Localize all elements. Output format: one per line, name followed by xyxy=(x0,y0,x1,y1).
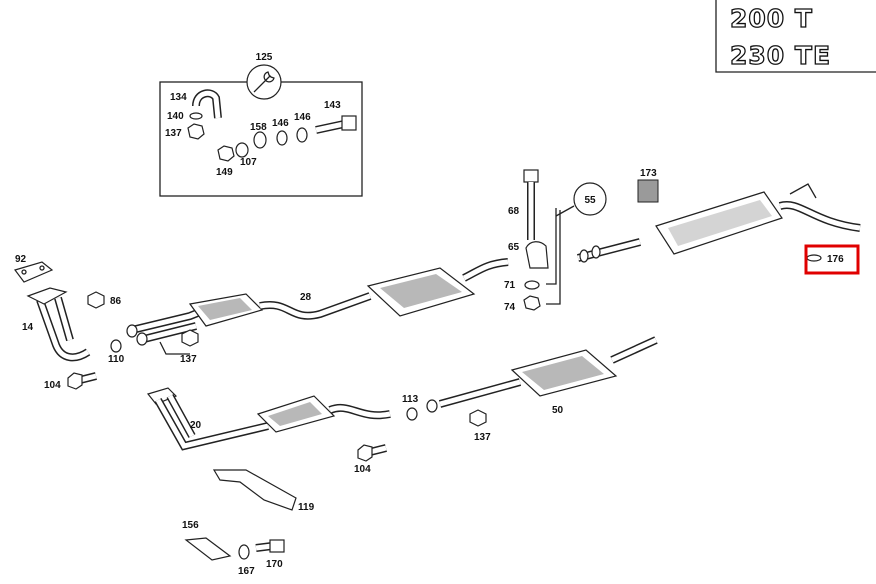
part-label-137-lower: 137 xyxy=(474,432,491,443)
model-label-230te: 230 TE xyxy=(730,41,831,70)
part-label-176: 176 xyxy=(827,254,844,265)
part-label-134: 134 xyxy=(170,92,187,103)
part-label-146-b: 146 xyxy=(294,112,311,123)
highlight-box-176 xyxy=(804,244,860,275)
model-label-200t: 200 T xyxy=(730,4,813,33)
part-label-110: 110 xyxy=(108,354,125,365)
part-label-92: 92 xyxy=(15,254,27,265)
part-label-71: 71 xyxy=(504,280,516,291)
part-label-149: 149 xyxy=(216,167,233,178)
part-label-167: 167 xyxy=(238,566,255,577)
part-label-143: 143 xyxy=(324,100,341,111)
hardware-kit-box: 125 134 140 137 158 146 146 143 107 149 xyxy=(159,52,363,197)
part-label-28: 28 xyxy=(300,292,312,303)
part-label-55: 55 xyxy=(584,195,596,206)
part-label-74: 74 xyxy=(504,302,516,313)
part-label-158: 158 xyxy=(250,122,267,133)
part-label-68: 68 xyxy=(508,206,520,217)
part-label-137-kit: 137 xyxy=(165,128,182,139)
part-label-146-a: 146 xyxy=(272,118,289,129)
exhaust-assembly-upper: 92 14 86 110 104 137 28 xyxy=(14,168,861,391)
part-label-104-lower: 104 xyxy=(354,464,371,475)
part-label-113: 113 xyxy=(402,394,419,405)
part-label-50: 50 xyxy=(552,405,564,416)
part-label-65: 65 xyxy=(508,242,520,253)
part-label-173: 173 xyxy=(640,168,657,179)
part-label-140: 140 xyxy=(167,111,184,122)
exhaust-assembly-lower: 20 104 113 137 50 119 156 167 xyxy=(146,336,658,577)
model-badge-box: 200 T 230 TE xyxy=(715,0,876,73)
part-label-156: 156 xyxy=(182,520,199,531)
part-label-104-upper: 104 xyxy=(44,380,61,391)
part-label-86: 86 xyxy=(110,296,122,307)
part-label-137-upper: 137 xyxy=(180,354,197,365)
part-label-107: 107 xyxy=(240,157,257,168)
part-label-20: 20 xyxy=(190,420,202,431)
part-label-170: 170 xyxy=(266,559,283,570)
part-label-119: 119 xyxy=(298,502,315,513)
part-label-14: 14 xyxy=(22,322,34,333)
part-label-125: 125 xyxy=(256,52,273,63)
